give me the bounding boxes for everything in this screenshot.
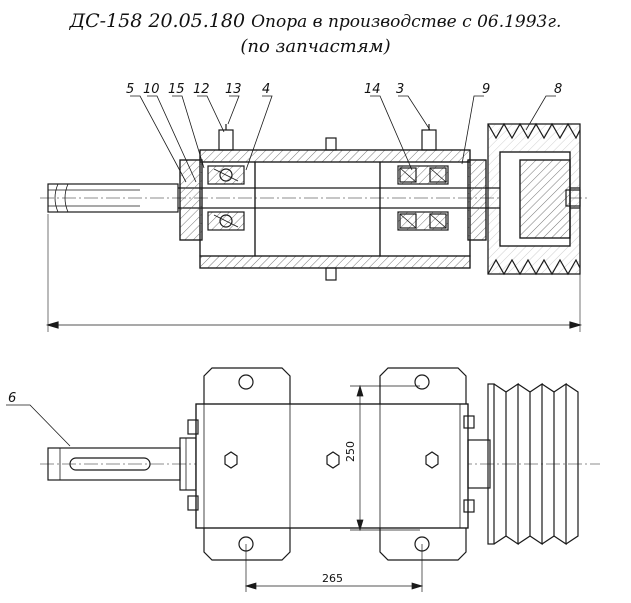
callout-14: 14: [364, 82, 381, 97]
callout-labels: 5 10 15 12 13 4 14 3 9 8 6: [8, 82, 562, 406]
housing-cavity: [254, 161, 381, 257]
right-cover: [467, 159, 487, 241]
left-cover: [179, 159, 203, 241]
callout-10: 10: [143, 82, 160, 97]
callout-13: 13: [225, 82, 242, 97]
callout-leaders: [130, 95, 556, 183]
callout-6: 6: [8, 391, 16, 406]
callout-12: 12: [193, 82, 210, 97]
section-view: [40, 122, 590, 332]
plan-view: [6, 367, 600, 561]
plan-housing-body: [195, 403, 469, 529]
callout-9: 9: [482, 82, 490, 97]
pulley-plan: [487, 382, 579, 546]
callout-3: 3: [396, 82, 404, 97]
dimension-265: 265: [322, 572, 343, 585]
drawing-subtitle: (по запчастям): [240, 36, 391, 57]
flange-hole: [414, 374, 430, 390]
dimension-250: 250: [344, 441, 357, 462]
shaft-keyway: [69, 457, 151, 471]
plan-dimensions: [244, 384, 424, 592]
hex-bolt: [425, 451, 439, 469]
callout-8: 8: [554, 82, 562, 97]
grease-nipple-left: [218, 129, 234, 151]
drawing-title: ДС-158 20.05.180 Опора в производстве с …: [0, 10, 631, 32]
flange-hole: [238, 374, 254, 390]
hex-bolt: [326, 451, 340, 469]
title-text: Опора в производстве с 06.1993г.: [251, 12, 562, 32]
callout-15: 15: [168, 82, 185, 97]
pulley-section: [487, 122, 581, 276]
pulley-hub: [467, 439, 491, 489]
hex-bolt: [224, 451, 238, 469]
callout-5: 5: [126, 82, 134, 97]
grease-nipple-right: [421, 129, 437, 151]
shaft-left-end: [47, 183, 179, 213]
title-code: ДС-158 20.05.180: [69, 10, 246, 32]
callout-4: 4: [262, 82, 270, 97]
